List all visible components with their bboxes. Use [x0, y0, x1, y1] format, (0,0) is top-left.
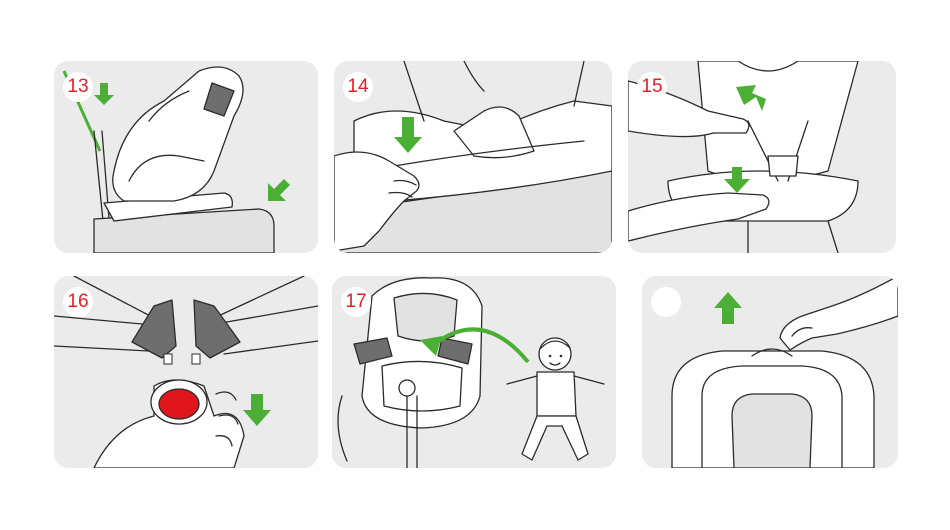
up-arrow-icon — [714, 292, 742, 324]
direction-arrows — [54, 276, 318, 468]
direction-arrows — [334, 61, 612, 253]
step-panel-13: 13 — [54, 61, 318, 253]
down-arrow-icon — [94, 83, 114, 105]
curved-arrow-head-icon — [420, 336, 442, 356]
curved-arrow-icon — [432, 329, 528, 362]
direction-arrows — [54, 61, 318, 253]
up-left-arrow-icon — [736, 85, 766, 111]
step-panel-16: 16 — [54, 276, 318, 468]
down-arrow-icon — [243, 394, 271, 426]
down-arrow-icon — [394, 117, 422, 153]
down-left-arrow-icon — [268, 179, 290, 201]
step-panel-18 — [642, 276, 898, 468]
down-arrow-icon — [724, 167, 750, 193]
direction-arrows — [332, 276, 616, 468]
direction-arrows — [628, 61, 896, 253]
step-panel-15: 15 — [628, 61, 896, 253]
step-panel-17: 17 — [332, 276, 616, 468]
step-panel-14: 14 — [334, 61, 612, 253]
direction-arrows — [642, 276, 898, 468]
